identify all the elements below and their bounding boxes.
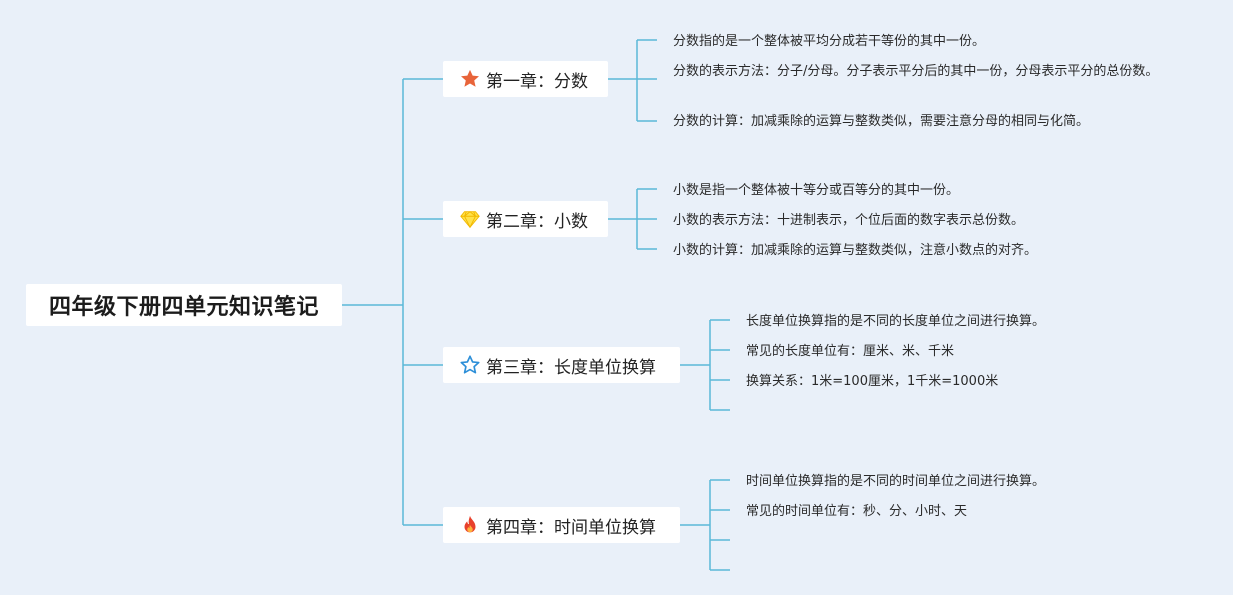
chapter-4-item-1: 时间单位换算指的是不同的时间单位之间进行换算。	[746, 474, 1046, 489]
chapter-4-label: 第四章：时间单位换算	[486, 517, 656, 538]
chapter-1-label: 第一章：分数	[486, 71, 588, 92]
star-outline-icon	[459, 354, 481, 376]
chapter-1-item-1: 分数指的是一个整体被平均分成若干等份的其中一份。	[673, 34, 986, 49]
chapter-3-item-3: 换算关系：1米=100厘米，1千米=1000米	[746, 374, 999, 389]
chapter-3-item-2: 常见的长度单位有：厘米、米、千米	[746, 344, 955, 359]
chapter-2-item-1: 小数是指一个整体被十等分或百等分的其中一份。	[673, 183, 960, 198]
fire-icon	[459, 514, 481, 536]
chapter-2-label: 第二章：小数	[486, 211, 588, 232]
chapter-1-topic[interactable]: 第一章：分数	[443, 61, 608, 97]
root-topic[interactable]: 四年级下册四单元知识笔记	[26, 284, 342, 326]
chapter-2-item-3: 小数的计算：加减乘除的运算与整数类似，注意小数点的对齐。	[673, 243, 1038, 258]
chapter-2-item-2: 小数的表示方法：十进制表示，个位后面的数字表示总份数。	[673, 213, 1025, 228]
chapter-1-item-2: 分数的表示方法：分子/分母。分子表示平分后的其中一份，分母表示平分的总份数。	[673, 64, 1159, 79]
chapter-3-label: 第三章：长度单位换算	[486, 357, 656, 378]
chapter-4-topic[interactable]: 第四章：时间单位换算	[443, 507, 680, 543]
diamond-icon	[459, 208, 481, 230]
chapter-2-topic[interactable]: 第二章：小数	[443, 201, 608, 237]
star-icon	[459, 68, 481, 90]
chapter-3-topic[interactable]: 第三章：长度单位换算	[443, 347, 680, 383]
chapter-3-item-1: 长度单位换算指的是不同的长度单位之间进行换算。	[746, 314, 1046, 329]
chapter-4-item-2: 常见的时间单位有：秒、分、小时、天	[746, 504, 968, 519]
chapter-1-item-3: 分数的计算：加减乘除的运算与整数类似，需要注意分母的相同与化简。	[673, 114, 1090, 129]
